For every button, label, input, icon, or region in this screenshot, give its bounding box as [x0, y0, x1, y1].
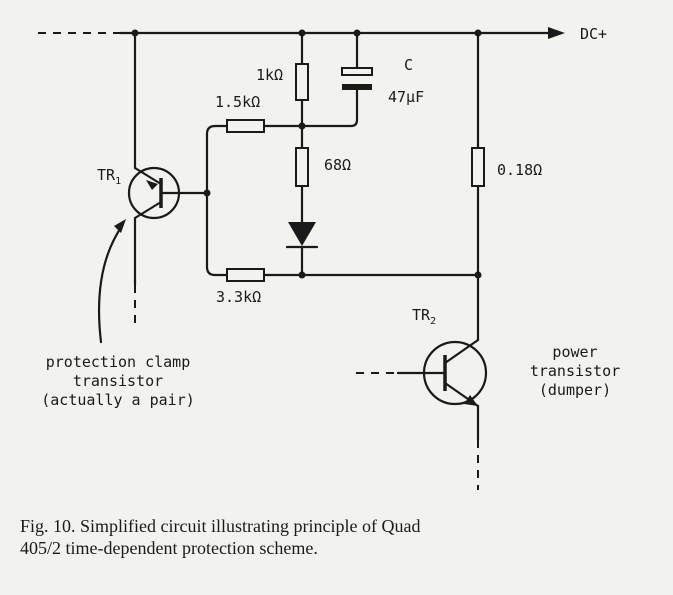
resistor-68-label: 68Ω: [324, 156, 351, 174]
clamp-label-line2: transistor: [73, 372, 163, 390]
tr1-pointer-arrowhead: [114, 219, 126, 233]
power-label-line3: (dumper): [539, 381, 611, 399]
tr1-label: TR1: [97, 166, 121, 187]
base-upper-wire: [205, 124, 229, 195]
resistor-1-5k-label: 1.5kΩ: [215, 93, 260, 111]
power-label-line2: transistor: [530, 362, 620, 380]
resistor-3-3k-label: 3.3kΩ: [216, 288, 261, 306]
junction-dot: [474, 29, 482, 37]
junction-dot: [203, 189, 211, 197]
clamp-label-line3: (actually a pair): [41, 391, 195, 409]
tr2-label: TR2: [412, 306, 436, 327]
junction-dot: [298, 122, 306, 130]
resistor-0-18-label: 0.18Ω: [497, 161, 542, 179]
capacitor-value-label: 47μF: [388, 88, 424, 106]
resistor-1k: [295, 63, 309, 101]
caption-line-1: Fig. 10. Simplified circuit illustrating…: [20, 516, 421, 536]
figure-caption: Fig. 10. Simplified circuit illustrating…: [20, 515, 660, 559]
resistor-1-5k: [226, 119, 265, 133]
caption-line-2: 405/2 time-dependent protection scheme.: [20, 538, 318, 558]
junction-dot: [353, 29, 361, 37]
capacitor-c: [300, 67, 373, 128]
circuit-schematic: DC+ 1kΩ C 47μF 1.5kΩ 68Ω 3.3kΩ 0.18Ω: [38, 25, 620, 490]
clamp-label-line1: protection clamp: [46, 353, 191, 371]
base-lower-wire: [205, 191, 229, 277]
transistor-tr2: [396, 273, 488, 442]
tr1-pointer-arrow: [97, 224, 124, 344]
junction-dot: [298, 271, 306, 279]
resistor-0-18: [471, 147, 485, 187]
capacitor-name-label: C: [404, 56, 413, 74]
junction-dot: [131, 29, 139, 37]
transistor-tr1: [127, 166, 209, 220]
diode: [285, 222, 319, 277]
junction-dot: [298, 29, 306, 37]
resistor-68: [295, 147, 309, 187]
resistor-3-3k: [226, 268, 265, 282]
resistor-1k-label: 1kΩ: [256, 66, 283, 84]
supply-label: DC+: [580, 25, 607, 43]
power-label-line1: power: [552, 343, 597, 361]
